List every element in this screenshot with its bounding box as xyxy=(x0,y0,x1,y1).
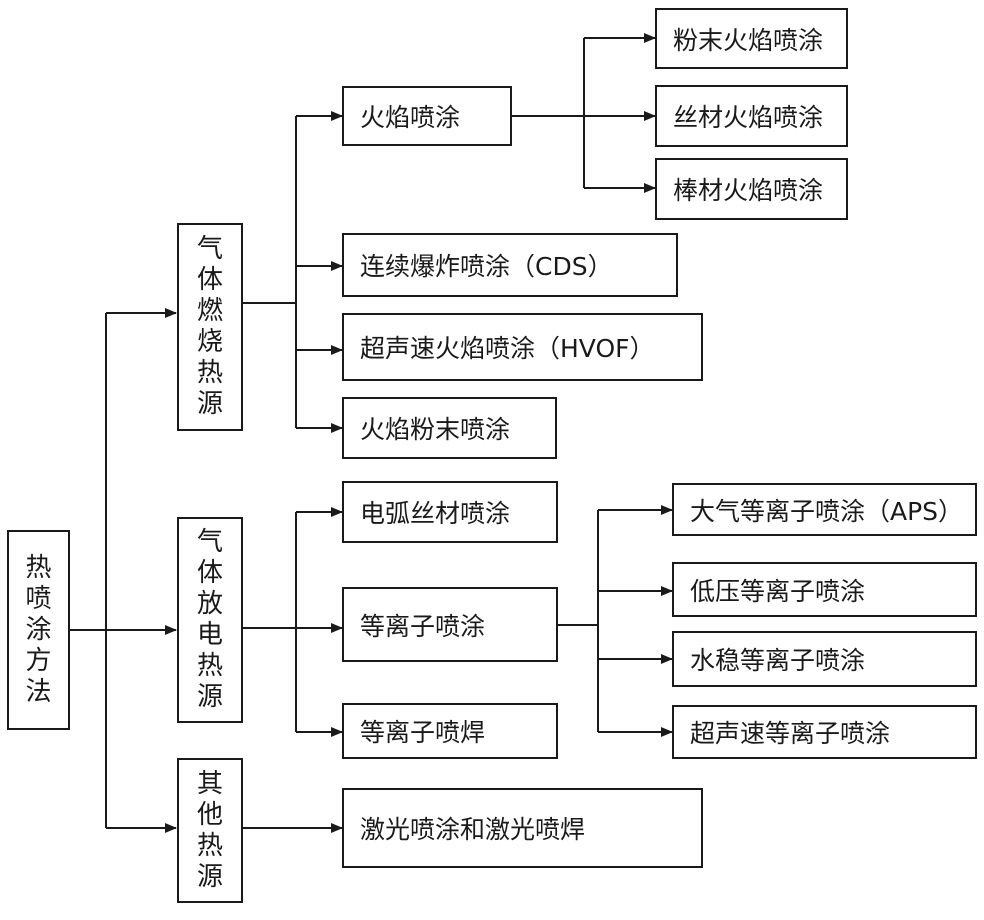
node-char: 其 xyxy=(196,768,223,799)
node-char: 源 xyxy=(196,389,223,419)
node-char: 燃 xyxy=(196,296,223,326)
node-flame-powder-spray: 火焰粉末喷涂 xyxy=(342,397,557,459)
node-atmospheric-plasma-spray: 大气等离子喷涂（APS） xyxy=(672,483,977,536)
node-arc-wire-spray: 电弧丝材喷涂 xyxy=(342,481,558,543)
node-char: 体 xyxy=(196,265,223,295)
node-plasma-spray: 等离子喷涂 xyxy=(342,587,558,662)
node-char: 源 xyxy=(196,682,223,712)
node-label: 水稳等离子喷涂 xyxy=(690,646,866,675)
node-char: 放 xyxy=(196,589,223,619)
node-label: 超声速等离子喷涂 xyxy=(690,719,891,748)
node-continuous-detonation-spray: 连续爆炸喷涂（CDS） xyxy=(342,233,678,297)
node-water-stabilized-plasma-spray: 水稳等离子喷涂 xyxy=(672,631,977,687)
node-gas-combustion-heat-source: 气 体 燃 烧 热 源 xyxy=(177,223,243,431)
node-powder-flame-spray: 粉末火焰喷涂 xyxy=(655,8,848,69)
node-label: 连续爆炸喷涂（CDS） xyxy=(360,252,613,281)
node-label: 电弧丝材喷涂 xyxy=(360,499,511,528)
node-rod-flame-spray: 棒材火焰喷涂 xyxy=(655,158,848,220)
root-char: 热 xyxy=(25,552,52,583)
node-char: 烧 xyxy=(196,327,223,357)
root-char: 涂 xyxy=(25,614,52,645)
node-label: 激光喷涂和激光喷焊 xyxy=(360,815,586,844)
node-label: 火焰粉末喷涂 xyxy=(360,415,511,444)
node-label: 大气等离子喷涂（APS） xyxy=(690,496,964,526)
root-char: 喷 xyxy=(25,583,52,614)
node-char: 他 xyxy=(196,799,223,830)
node-label: 棒材火焰喷涂 xyxy=(673,176,824,205)
node-label: 粉末火焰喷涂 xyxy=(673,25,824,55)
node-char: 电 xyxy=(196,620,223,650)
node-char: 气 xyxy=(196,527,223,557)
node-char: 热 xyxy=(196,651,223,681)
node-gas-discharge-heat-source: 气 体 放 电 热 源 xyxy=(177,517,243,723)
node-hvof-spray: 超声速火焰喷涂（HVOF） xyxy=(342,313,703,381)
node-wire-flame-spray: 丝材火焰喷涂 xyxy=(655,85,848,147)
node-plasma-weld: 等离子喷焊 xyxy=(342,703,558,759)
node-char: 气 xyxy=(196,234,223,264)
node-supersonic-plasma-spray: 超声速等离子喷涂 xyxy=(672,705,977,759)
node-flame-spray: 火焰喷涂 xyxy=(342,86,512,146)
node-laser-spray-and-weld: 激光喷涂和激光喷焊 xyxy=(342,788,703,868)
node-label: 超声速火焰喷涂（HVOF） xyxy=(360,334,655,363)
root-char: 法 xyxy=(25,676,52,707)
node-char: 体 xyxy=(196,558,223,588)
node-label: 等离子喷涂 xyxy=(360,611,486,641)
node-label: 低压等离子喷涂 xyxy=(690,576,866,606)
node-char: 热 xyxy=(196,830,223,861)
root-node-thermal-spray-methods: 热 喷 涂 方 法 xyxy=(7,530,70,730)
node-other-heat-source: 其 他 热 源 xyxy=(177,758,243,903)
node-label: 火焰喷涂 xyxy=(360,103,461,132)
node-char: 源 xyxy=(196,861,223,892)
node-low-pressure-plasma-spray: 低压等离子喷涂 xyxy=(672,562,977,617)
node-char: 热 xyxy=(196,358,223,388)
node-label: 等离子喷焊 xyxy=(360,718,486,747)
node-label: 丝材火焰喷涂 xyxy=(673,103,824,132)
root-char: 方 xyxy=(25,645,52,676)
